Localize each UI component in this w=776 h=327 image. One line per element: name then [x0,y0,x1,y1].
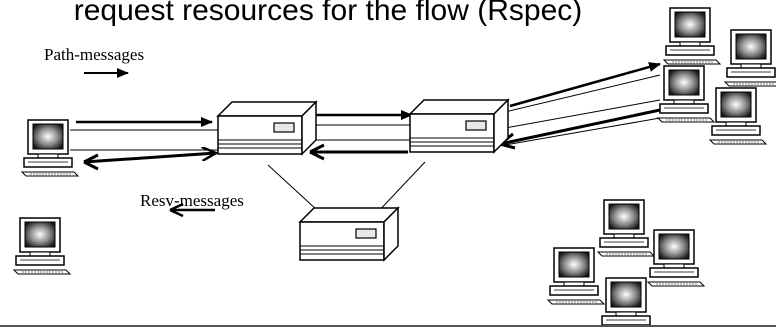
router-right [409,99,509,153]
host-group-3 [547,247,605,305]
path-message-arrows [76,62,661,127]
router-left [217,101,317,155]
resv-messages-label: Resv-messages [140,191,244,210]
host-sender [21,119,79,177]
resv-message-arrows [83,108,661,218]
host-receiver-3 [657,65,715,123]
host-idle-left [13,217,71,275]
path-messages-label: Path-messages [44,45,144,64]
host-receiver-1 [663,7,721,65]
host-group-1 [597,199,655,257]
link-lines [70,74,661,223]
slide-title: request resources for the flow (Rspec) [73,0,583,27]
host-group-2 [647,229,705,287]
host-group-4 [599,277,657,327]
host-receiver-4 [709,87,767,145]
router-bottom [299,207,399,261]
host-receiver-2 [724,29,776,87]
